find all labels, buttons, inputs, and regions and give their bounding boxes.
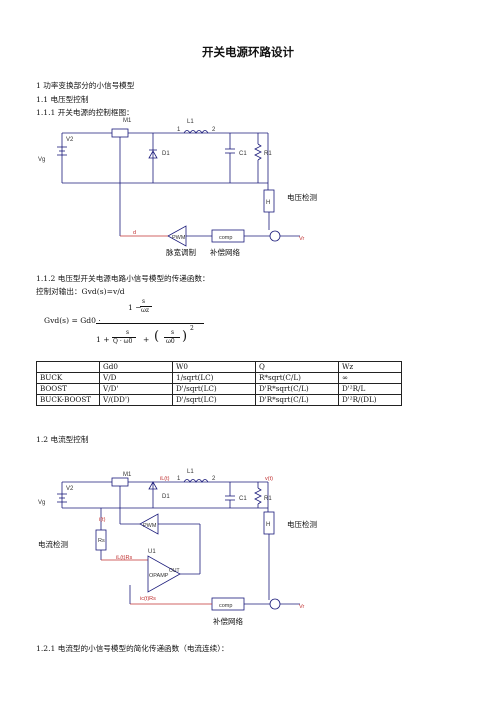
section-1-1-heading: 1.1 电压型控制 [36,95,89,104]
svg-text:OPAMP: OPAMP [149,573,169,579]
section-1-2-heading: 1.2 电流型控制 [36,435,89,444]
table-row: BUCK-BOOST V/(DD') D'/sqrt(LC) D'R*sqrt(… [36,394,402,406]
svg-text:C1: C1 [239,496,247,502]
svg-text:comp: comp [219,235,232,241]
svg-text:H: H [266,522,270,528]
svg-text:iL(t): iL(t) [160,476,170,482]
svg-text:脉宽调制: 脉宽调制 [166,247,196,257]
svg-text:d: d [133,230,136,236]
formula-paren-open: ( [154,329,160,344]
svg-text:v(t): v(t) [265,476,273,482]
svg-text:U1: U1 [148,549,156,555]
svg-text:V2: V2 [66,137,74,143]
svg-text:2: 2 [212,127,216,133]
section-1-1-1-heading: 1.1.1 开关电源的控制框图： [36,108,134,117]
svg-text:L1: L1 [187,469,194,475]
svg-text:补偿网络: 补偿网络 [210,247,240,257]
formula-paren-close: ) [182,329,188,344]
formula-s-num: s [142,298,146,305]
svg-text:1: 1 [177,127,181,133]
formula-plus: + [143,335,150,344]
section-1-2-1-heading: 1.2.1 电流型的小信号模型的简化传递函数（电流连续）： [36,644,229,653]
table-cell: D'²R/(DL) [338,394,402,406]
table-cell: V/(DD') [99,394,173,406]
formula-w0: ω0 [166,338,175,345]
svg-text:OUT: OUT [169,568,180,574]
svg-text:i(t): i(t) [99,517,106,523]
diode-d1 [148,150,158,159]
page-title: 开关电源环路设计 [202,45,294,59]
svg-text:V2: V2 [66,486,74,492]
formula-main-bar [96,323,204,324]
formula-bar-3 [164,337,180,338]
formula-bar-1 [140,306,152,307]
svg-text:电压检测: 电压检测 [287,519,317,529]
svg-text:1: 1 [177,476,181,482]
formula-s-den: s [126,329,130,336]
svg-text:D1: D1 [162,494,170,500]
svg-text:H: H [266,200,270,206]
svg-text:PWM: PWM [172,235,186,241]
formula-one-minus: 1 − [128,303,142,312]
formula-bar-2 [112,337,136,338]
table-row: BUCK V/D 1/sqrt(LC) R*sqrt(C/L) ∞ [36,372,402,384]
svg-text:Rs: Rs [98,538,105,544]
svg-text:M1: M1 [123,472,132,478]
formula-one-plus: 1 + [96,335,110,344]
svg-text:Vr: Vr [299,604,304,610]
section-1-1-2-heading: 1.1.2 电压型开关电源电路小信号模型的传递函数： [36,274,210,283]
svg-text:PWM: PWM [143,523,157,529]
svg-text:C1: C1 [239,151,247,157]
svg-text:R1: R1 [264,151,272,157]
svg-text:Vg: Vg [38,157,45,163]
svg-text:D1: D1 [162,151,170,157]
svg-text:电流检测: 电流检测 [38,539,68,549]
svg-text:R1: R1 [264,496,272,502]
transfer-function-table: Gd0 W0 Q Wz BUCK V/D 1/sqrt(LC) R*sqrt(C… [36,361,402,406]
svg-text:M1: M1 [123,118,132,124]
svg-text:iL(t)Rs: iL(t)Rs [116,555,132,561]
formula-wz: ωz [141,307,150,314]
svg-text:comp: comp [219,603,232,609]
formula-q-w0: Q · ω0 [113,338,133,345]
svg-text:Vg: Vg [38,500,45,506]
svg-text:ic(t)Rs: ic(t)Rs [140,596,156,602]
formula-s-sq: s [171,329,175,336]
control-output-text: 控制对输出：Gvd(s)=v/d [36,287,125,296]
svg-text:L1: L1 [187,119,194,125]
svg-text:补偿网络: 补偿网络 [213,616,243,626]
svg-text:电压检测: 电压检测 [287,192,317,202]
svg-text:2: 2 [212,476,216,482]
section-1-heading: 1 功率变换部分的小信号模型 [36,81,135,90]
svg-text:Vr: Vr [299,236,304,242]
formula-square: 2 [190,325,194,332]
resistor-r1 [254,143,262,161]
formula-lhs: Gvd(s) = Gd0 · [44,316,101,325]
table-header-row: Gd0 W0 Q Wz [36,361,402,373]
inductor-l1 [183,130,209,134]
